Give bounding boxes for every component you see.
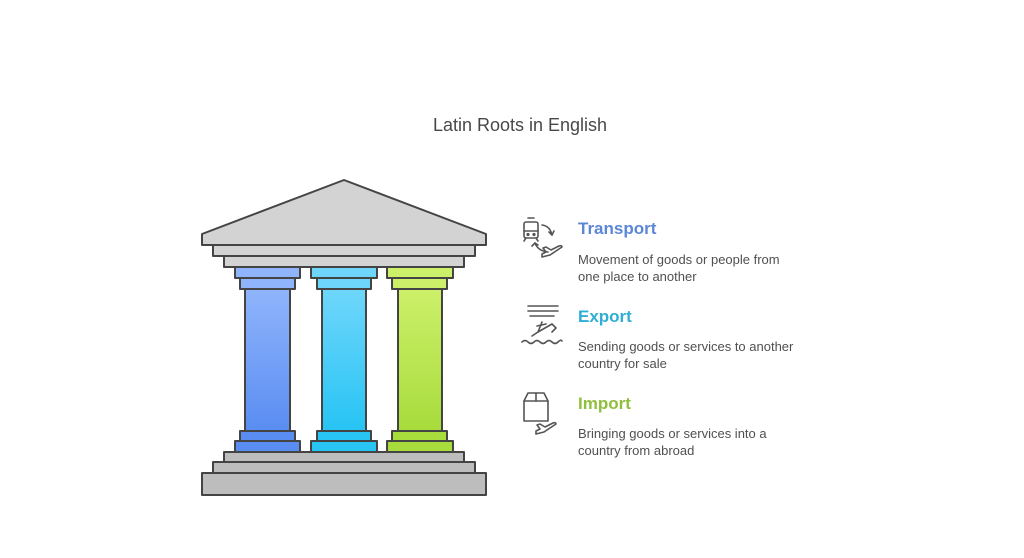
- base-step-2: [212, 461, 476, 474]
- item-desc-transport: Movement of goods or people from one pla…: [578, 252, 780, 284]
- column-export: [310, 266, 378, 453]
- column-transport: [234, 266, 301, 453]
- column-import: [386, 266, 454, 453]
- item-desc-export: Sending goods or services to another cou…: [578, 339, 794, 371]
- ship-on-waves-icon: [521, 305, 563, 345]
- item-title-export: Export: [578, 307, 632, 326]
- diagram-title: Latin Roots in English: [432, 115, 608, 135]
- entablature-2: [223, 255, 465, 268]
- item-desc-import: Bringing goods or services into a countr…: [578, 426, 767, 458]
- entablature-1: [212, 244, 476, 257]
- item-title-transport: Transport: [578, 219, 657, 238]
- base-step-3: [201, 472, 487, 496]
- roof-pediment: [201, 179, 487, 246]
- train-plane-cycle-icon: [523, 217, 563, 258]
- base-step-1: [223, 451, 465, 463]
- item-title-import: Import: [578, 394, 631, 413]
- box-plane-icon: [523, 392, 557, 435]
